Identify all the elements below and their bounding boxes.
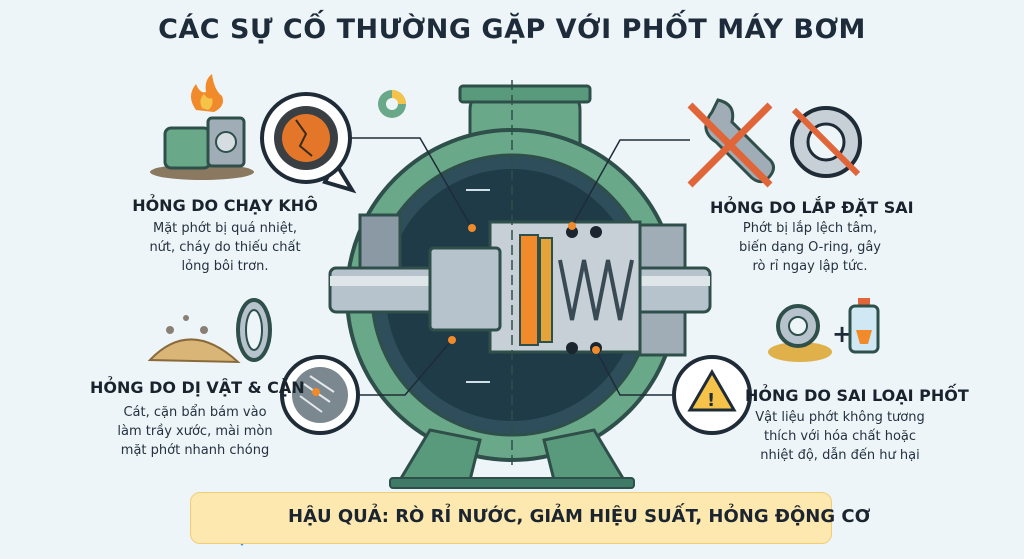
consequence-banner — [190, 492, 832, 544]
consequence-text: HẬU QUẢ: RÒ RỈ NƯỚC, GIẢM HIỆU SUẤT, HỎN… — [288, 506, 871, 527]
callout-dot — [592, 346, 600, 354]
page-title: CÁC SỰ CỐ THƯỜNG GẶP VỚI PHỐT MÁY BƠM — [158, 14, 866, 45]
svg-text:+: + — [832, 320, 852, 348]
wrong-install-heading: HỎNG DO LẮP ĐẶT SAI — [710, 198, 914, 217]
fire-icon — [191, 74, 223, 112]
cracked-seal-callout — [260, 92, 357, 194]
wrong-type-description: Vật liệu phớt không tương thích với hóa … — [755, 410, 925, 463]
callout-dot — [468, 224, 476, 232]
leaking-seal-icon: + — [768, 304, 852, 362]
pump-cross-section — [328, 80, 712, 489]
debris-heading: HỎNG DO DỊ VẬT & CẶN — [90, 378, 305, 397]
wrong-install-description: Phớt bị lắp lệch tâm, biến dạng O-ring, … — [739, 221, 881, 274]
scratched-seal-callout — [280, 355, 360, 435]
chemical-bottle-icon — [848, 298, 880, 354]
sand-pile-icon — [147, 315, 241, 364]
callout-dot — [568, 222, 576, 230]
deformed-oring-icon — [790, 106, 862, 178]
dry-run-pump-icon — [150, 116, 254, 180]
worn-seal-ring-icon — [236, 298, 272, 362]
wrong-type-heading: HỎNG DO SAI LOẠI PHỐT — [745, 386, 969, 405]
wrench-icon — [687, 98, 775, 188]
dry-run-description: Mặt phớt bị quá nhiệt, nứt, cháy do thiế… — [149, 221, 301, 274]
dry-run-heading: HỎNG DO CHẠY KHÔ — [132, 196, 318, 215]
pie-decoration-icon — [378, 90, 406, 118]
callout-dot — [448, 336, 456, 344]
debris-description: Cát, cặn bẩn bám vào làm trầy xước, mài … — [117, 405, 273, 458]
svg-text:!: ! — [707, 390, 715, 411]
warning-icon: ! — [672, 355, 752, 435]
leader-lines — [350, 137, 690, 396]
